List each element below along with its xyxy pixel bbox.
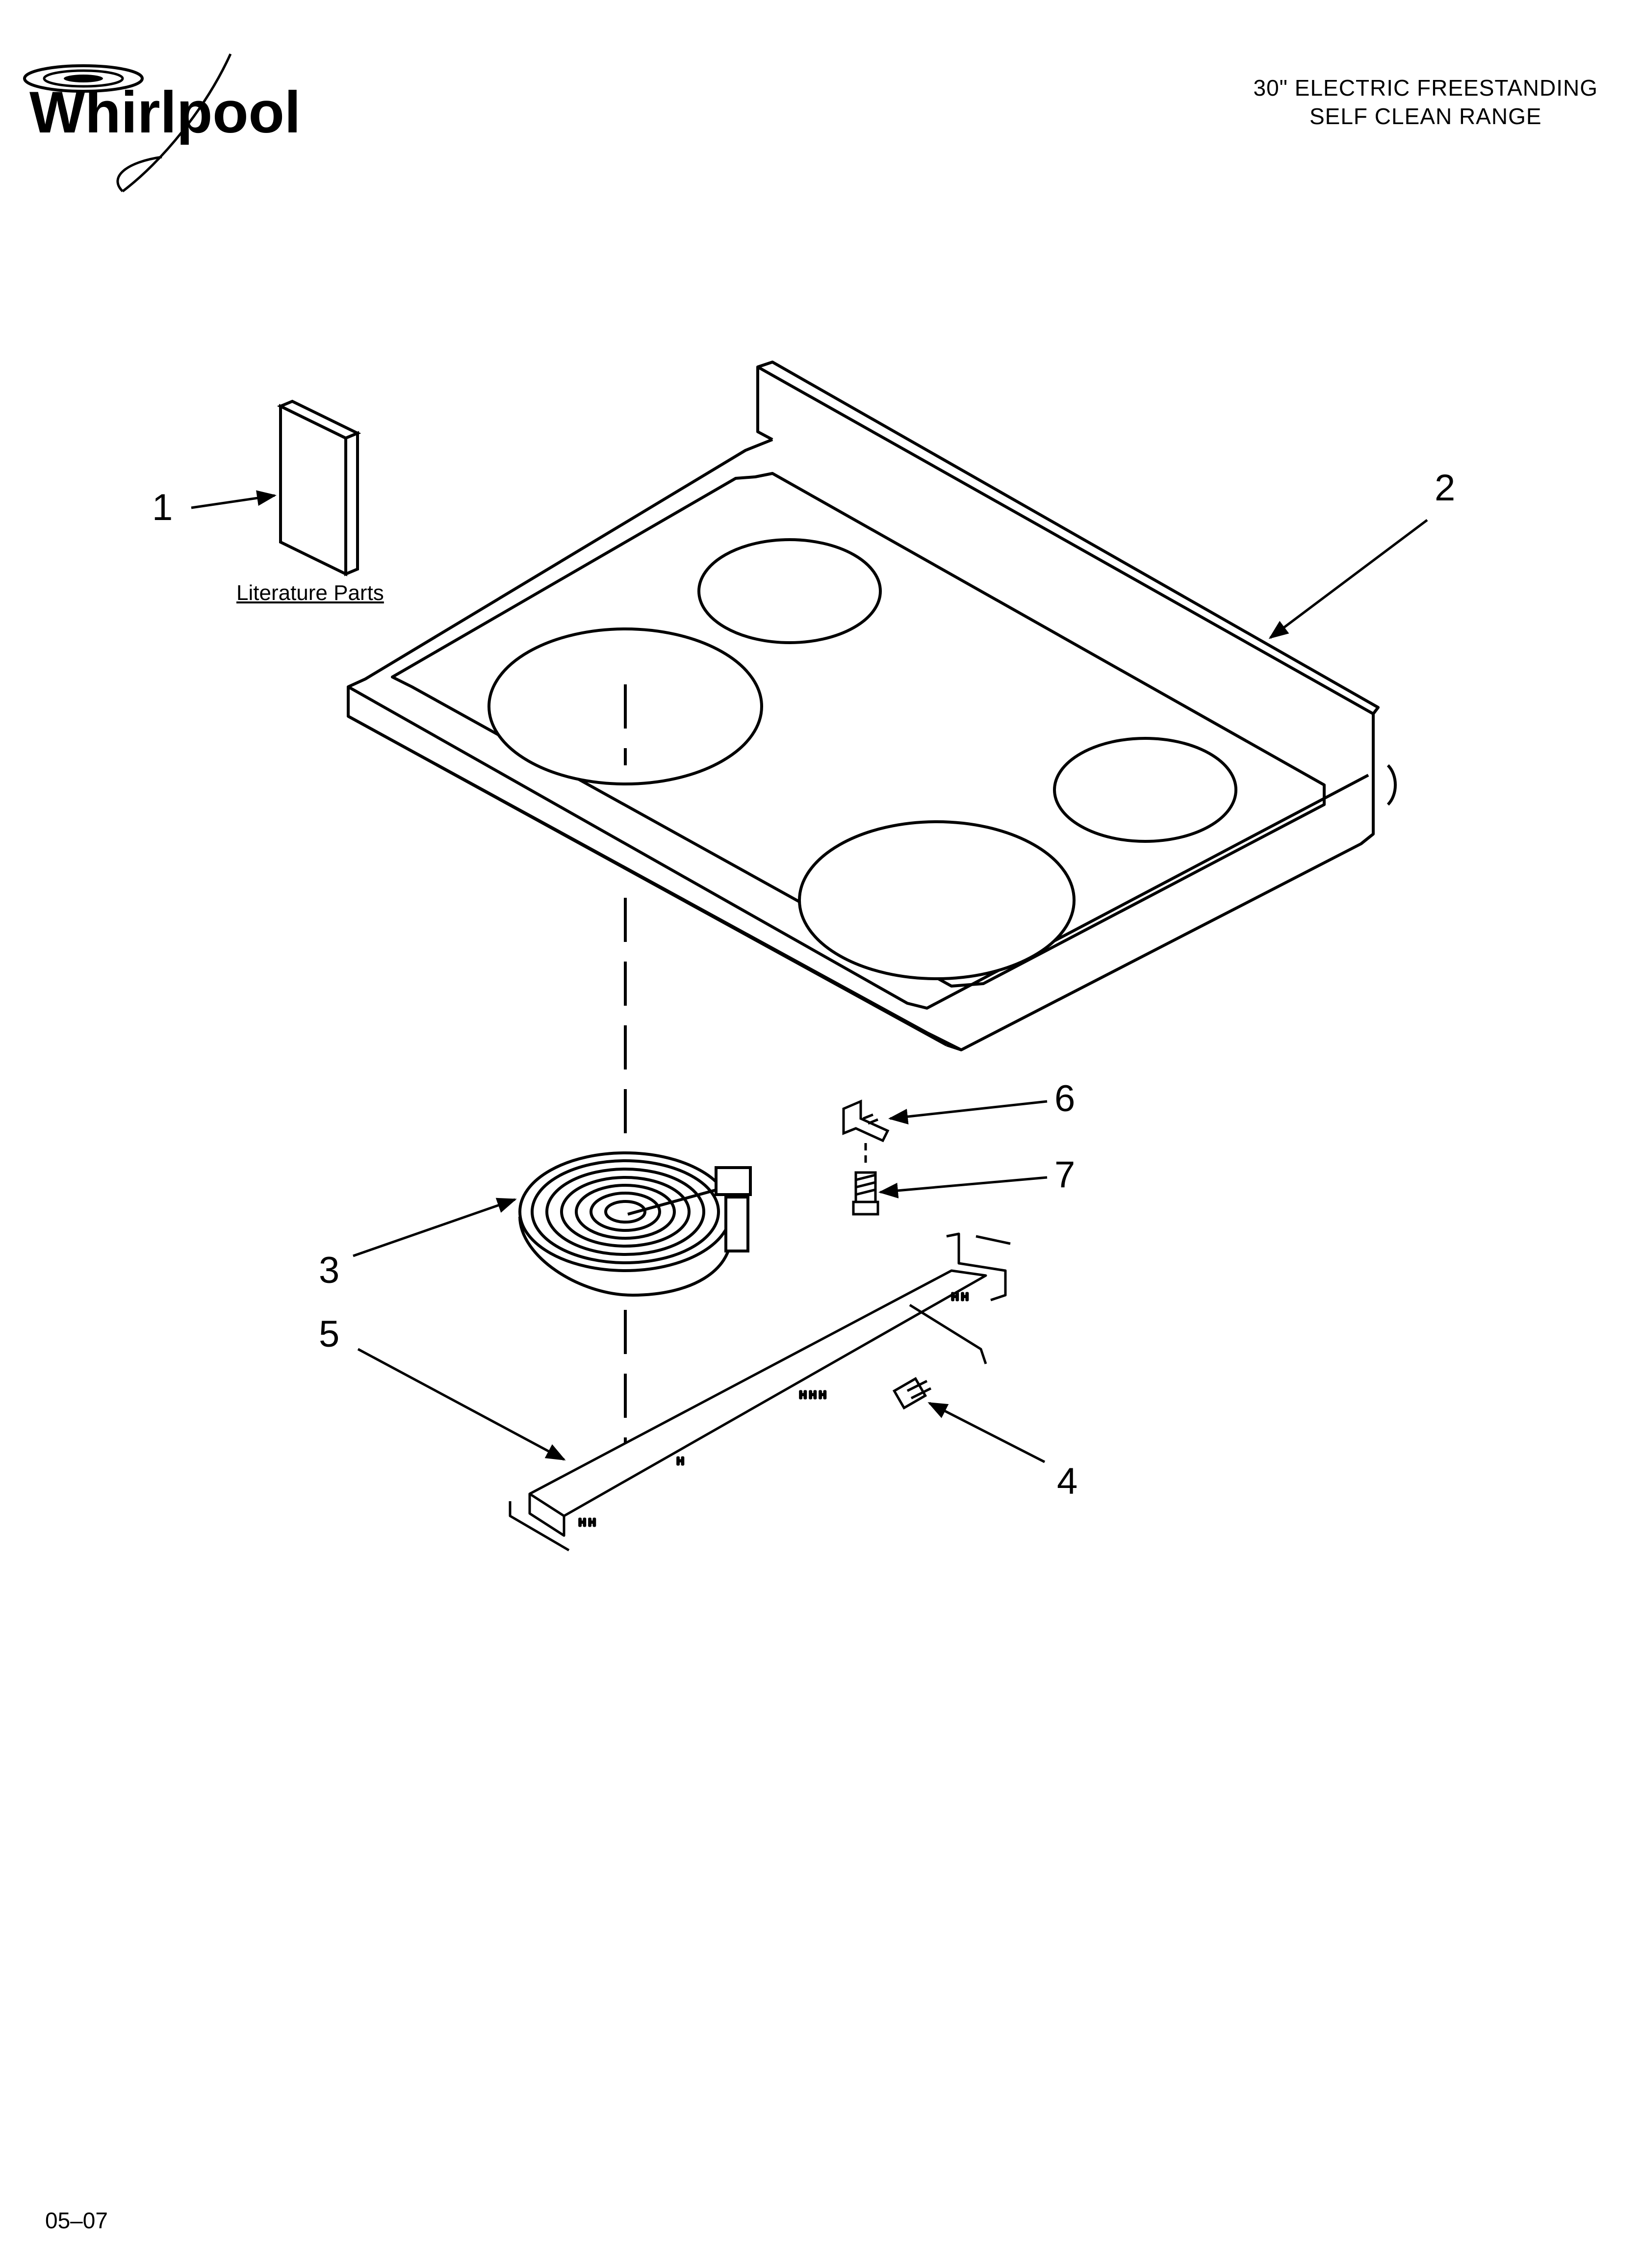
burner-rear-right — [1053, 737, 1237, 843]
screw-part-7 — [852, 1143, 879, 1216]
svg-text:H H: H H — [579, 1517, 595, 1528]
diagram-title: 30" ELECTRIC FREESTANDING SELF CLEAN RAN… — [1254, 74, 1598, 130]
callout-2: 2 — [1435, 467, 1455, 509]
footer-date-code: 05–07 — [45, 2208, 108, 2233]
whirlpool-logo: Whirlpool — [23, 53, 301, 192]
title-line-1: 30" ELECTRIC FREESTANDING — [1253, 75, 1598, 101]
callout-numbers: 1 2 3 4 5 6 7 — [152, 467, 1455, 1502]
callout-1: 1 — [152, 487, 173, 528]
svg-text:H H H: H H H — [799, 1390, 826, 1401]
svg-text:H H: H H — [951, 1292, 968, 1303]
leader-4 — [927, 1402, 1046, 1463]
leader-1 — [191, 490, 277, 509]
callout-leaders — [191, 490, 1428, 1463]
radiant-element — [518, 1151, 752, 1297]
callout-6: 6 — [1054, 1078, 1075, 1120]
callout-5: 5 — [319, 1313, 339, 1355]
logo-wordmark: Whirlpool — [29, 79, 301, 145]
screw-part-4 — [892, 1377, 932, 1410]
literature-booklet — [277, 399, 361, 576]
callout-3: 3 — [319, 1250, 339, 1291]
element-support-bracket: H H H H H H H H — [509, 1232, 1011, 1552]
clip-part-6 — [842, 1099, 890, 1143]
svg-text:H: H — [677, 1456, 684, 1467]
leader-3 — [353, 1198, 517, 1257]
callout-4: 4 — [1057, 1460, 1078, 1502]
leader-6 — [888, 1100, 1048, 1124]
cooktop — [347, 361, 1397, 1051]
title-line-2: SELF CLEAN RANGE — [1309, 104, 1542, 129]
burner-front-right — [798, 820, 1076, 980]
leader-7 — [878, 1176, 1048, 1199]
literature-parts-label: Literature Parts — [236, 581, 384, 605]
burner-rear-left — [697, 538, 882, 644]
leader-5 — [357, 1348, 566, 1461]
callout-7: 7 — [1054, 1154, 1075, 1196]
leader-2 — [1268, 519, 1428, 639]
